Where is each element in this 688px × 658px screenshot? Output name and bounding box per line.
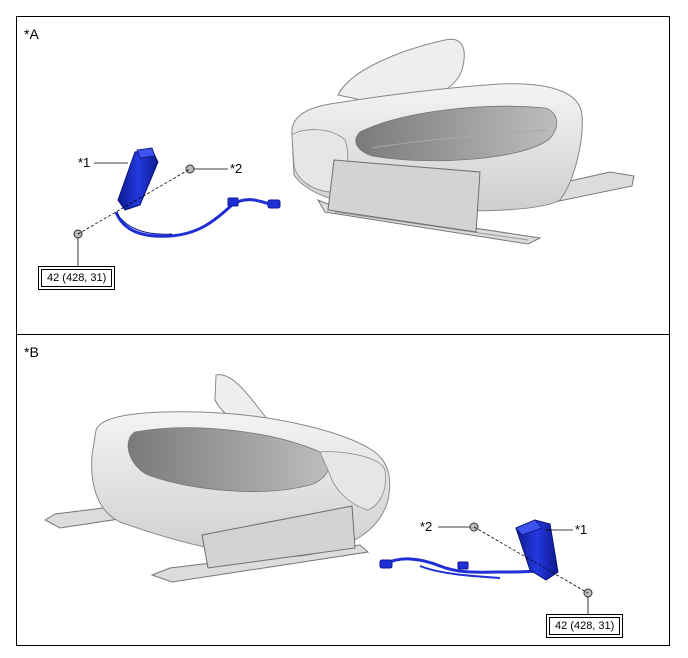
- seat-cushion-b: [43, 374, 391, 583]
- panel-divider: [16, 334, 670, 335]
- seat-belt-buckle-a: [114, 147, 281, 238]
- torque-spec-b: 42 (428, 31): [546, 614, 624, 638]
- callout-2-b: *2: [420, 519, 433, 534]
- seat-cushion-a: [291, 38, 635, 245]
- diagram-frame: [16, 16, 670, 646]
- torque-spec-a: 42 (428, 31): [38, 266, 116, 290]
- nut-icon: [185, 164, 195, 174]
- panel-label-b: *B: [24, 344, 39, 360]
- callout-2-a: *2: [230, 161, 243, 176]
- torque-value-b: 42 (428, 31): [549, 617, 621, 635]
- callout-1-a: *1: [78, 155, 91, 170]
- torque-value-a: 42 (428, 31): [41, 269, 113, 287]
- callout-1-b: *1: [575, 522, 588, 537]
- seat-belt-buckle-b: [379, 519, 559, 581]
- panel-label-a: *A: [24, 26, 39, 42]
